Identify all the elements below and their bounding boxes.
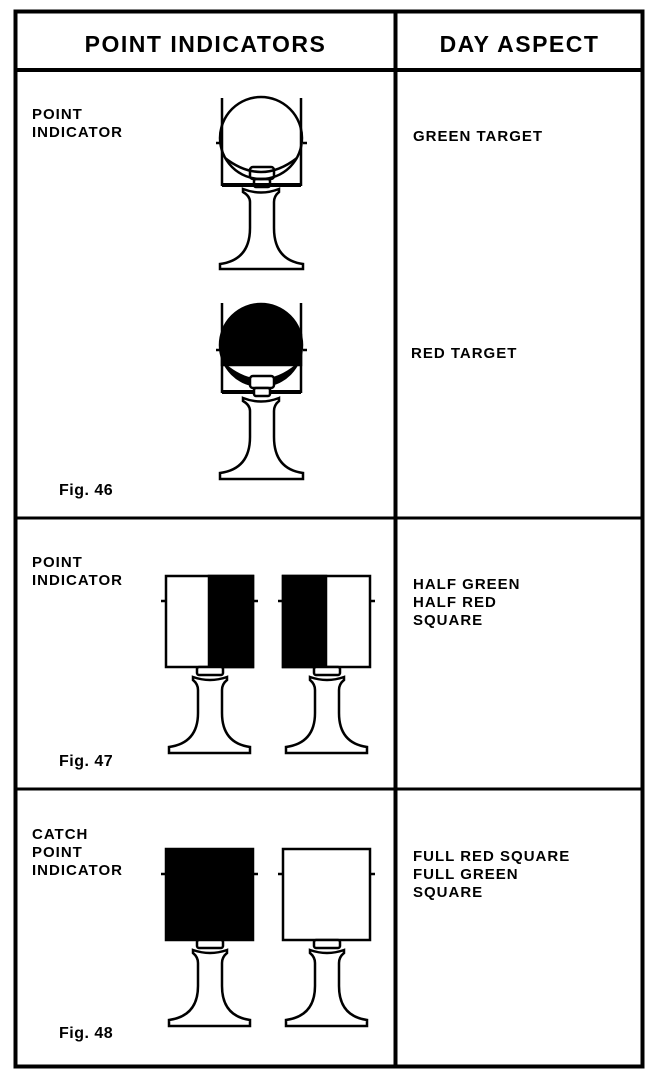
row1-label-line: INDICATOR xyxy=(32,124,123,141)
catch-point-indicator-full-green-drawing xyxy=(278,847,375,1028)
point-indicator-half-square-left-drawing xyxy=(161,574,258,755)
aspect-line: HALF GREEN xyxy=(413,576,521,593)
row2-label-line: INDICATOR xyxy=(32,572,123,589)
aspect-line: FULL RED SQUARE xyxy=(413,848,571,865)
row1-label: POINT INDICATOR xyxy=(32,106,123,142)
aspect-line: SQUARE xyxy=(413,612,484,629)
aspect-half-green-half-red-square: HALF GREEN HALF RED SQUARE xyxy=(413,576,521,630)
aspect-green-target: GREEN TARGET xyxy=(413,128,544,145)
row3-label-line: INDICATOR xyxy=(32,862,123,879)
header-day-aspect: DAY ASPECT xyxy=(439,31,600,57)
figure-47-caption: Fig. 47 xyxy=(59,753,114,770)
row1-label-line: POINT xyxy=(32,106,83,123)
figure-46-caption: Fig. 46 xyxy=(59,482,114,499)
point-indicator-green-target-drawing xyxy=(216,95,307,271)
figure-48-caption: Fig. 48 xyxy=(59,1025,114,1042)
catch-point-indicator-full-red-drawing xyxy=(161,847,258,1028)
point-indicator-half-square-right-drawing xyxy=(278,574,375,755)
point-indicator-red-target-drawing xyxy=(216,302,307,481)
row3-label: CATCH POINT INDICATOR xyxy=(32,826,123,880)
row2-label: POINT INDICATOR xyxy=(32,554,123,590)
aspect-red-target: RED TARGET xyxy=(411,345,518,362)
aspect-line: SQUARE xyxy=(413,884,484,901)
row3-label-line: POINT xyxy=(32,844,83,861)
header-point-indicators: POINT INDICATORS xyxy=(84,31,327,57)
aspect-line: FULL GREEN xyxy=(413,866,519,883)
row2-label-line: POINT xyxy=(32,554,83,571)
row3-label-line: CATCH xyxy=(32,826,89,843)
aspect-full-red-full-green-square: FULL RED SQUARE FULL GREEN SQUARE xyxy=(413,848,570,902)
aspect-line: HALF RED xyxy=(413,594,497,611)
